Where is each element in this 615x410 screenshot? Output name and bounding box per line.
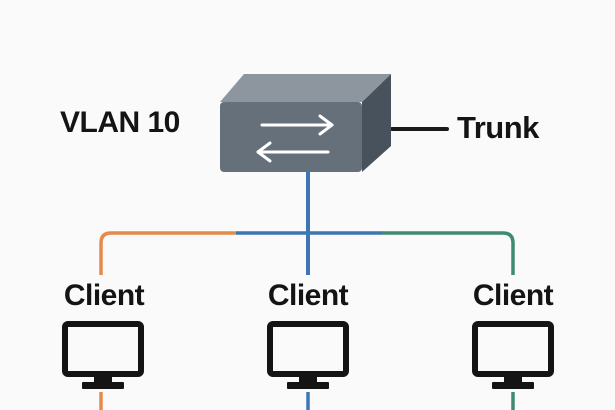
- bidirectional-arrows-icon: [256, 114, 334, 163]
- monitor-icon: [62, 321, 144, 389]
- client-label: Client: [472, 279, 554, 312]
- green-link-line: [382, 231, 515, 275]
- vlan-label: VLAN 10: [60, 106, 180, 139]
- monitor-icon: [267, 321, 349, 389]
- orange-link-line: [99, 231, 236, 275]
- client-label: Client: [63, 279, 145, 312]
- network-switch-icon: [220, 74, 391, 172]
- client-label: Client: [267, 279, 349, 312]
- trunk-label: Trunk: [457, 110, 539, 145]
- monitor-icon: [472, 321, 554, 389]
